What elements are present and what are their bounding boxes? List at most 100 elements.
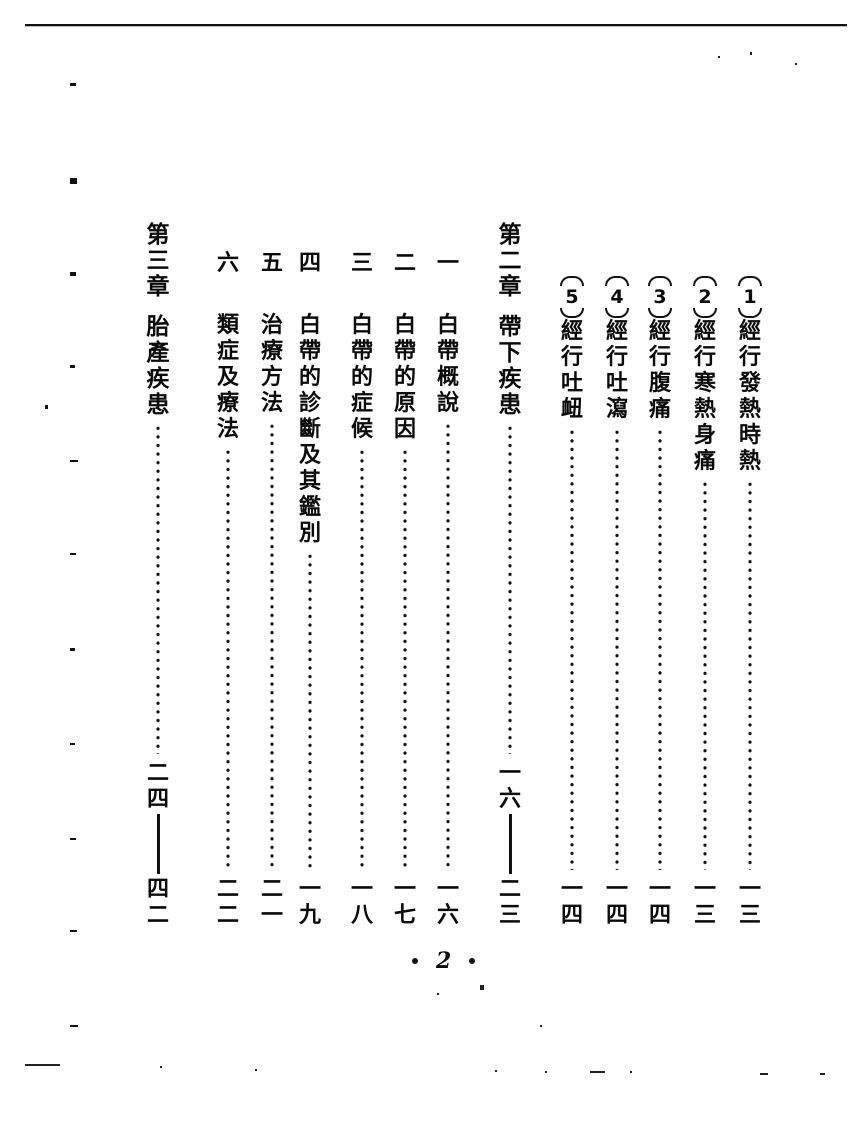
entry-page-number: 一四 [602,876,632,928]
entry-title-char: 時 [738,422,761,448]
section-title-char: 帶 [393,338,416,364]
section-page-number: 一九 [295,876,325,928]
scan-speck [760,1073,768,1075]
section-page-number: 二二 [213,876,243,928]
item-number-digit: 5 [565,286,579,308]
entry-title-char: 行 [648,344,671,370]
scan-speck [750,52,752,55]
section-title-char: 鑑 [298,494,321,520]
paren-open [738,276,762,286]
section-page-number-char: 九 [298,902,321,928]
dot-leader [570,428,574,870]
page-end-char: 二 [146,902,169,928]
entry-title-char: 行 [738,344,761,370]
scan-speck [718,56,720,58]
entry-page-number-char: 四 [605,902,628,928]
dot-leader [615,428,619,870]
dot-leader [226,448,230,870]
folio-dot-right [469,958,476,964]
page-end-char: 四 [146,876,169,902]
item-number-digit: 1 [743,286,757,308]
paren-close [560,308,584,318]
section-title-char: 療 [216,390,239,416]
section-title-char: 因 [393,416,416,442]
entry-title-char: 經 [648,318,671,344]
page-start-char: 二 [146,760,169,786]
chapter-label-char: 章 [498,273,522,300]
entry-title-char: 腹 [648,370,671,396]
section-title-char: 白 [350,312,373,338]
section-number: 五 [260,250,283,276]
chapter-2-heading[interactable]: 第二章帶下疾患一六二三 [495,221,525,929]
chapter-label-char: 章 [146,273,170,300]
entry-title-char: 經 [605,318,628,344]
binding-mark [70,460,78,462]
item-number: 3 [645,276,675,318]
entry-page-number-char: 四 [560,902,583,928]
entry-title-char: 行 [605,344,628,370]
scan-speck [545,1071,547,1073]
chapter-title-char: 下 [498,339,522,366]
binding-mark [45,405,48,409]
chapter-label-char: 第 [498,221,522,248]
section-title-char: 其 [298,468,321,494]
section-title-char: 白 [393,312,416,338]
scan-speck [540,1025,542,1027]
chapter-page-range: 二四四二 [143,760,173,928]
section-title-char: 及 [216,364,239,390]
section-number: 六 [216,250,239,276]
section-title-char: 及 [298,442,321,468]
entry-title-char: 衄 [560,396,583,422]
chapter-title-char: 患 [146,391,170,418]
chapter-label-char: 第 [146,221,170,248]
paren-open [693,276,717,286]
dot-leader [703,480,707,870]
section-page-number-char: 一 [298,876,321,902]
page-start-char: 四 [146,786,169,812]
entry-title-char: 經 [693,318,716,344]
entry-page-number-char: 一 [738,876,761,902]
scan-speck [590,1071,605,1073]
paren-close [605,308,629,318]
toc-section-entry[interactable]: 治療方法二一 [257,312,287,928]
toc-section-entry[interactable]: 類症及療法二二 [213,312,243,928]
section-title-char: 原 [393,390,416,416]
section-page-number-char: 一 [393,876,416,902]
binding-mark [70,178,77,184]
paren-open [648,276,672,286]
toc-section-entry[interactable]: 白帶的診斷及其鑑別一九 [295,312,325,928]
dot-leader [308,552,312,870]
entry-page-number-char: 一 [560,876,583,902]
section-title-char: 候 [350,416,373,442]
toc-section-entry[interactable]: 白帶的原因一七 [390,312,420,928]
entry-title-char: 身 [693,422,716,448]
section-title-char: 法 [260,390,283,416]
page-end-char: 二 [498,876,521,902]
chapter-3-heading[interactable]: 第三章胎產疾患二四四二 [143,221,173,929]
paren-open [560,276,584,286]
toc-section-entry[interactable]: 白帶的症候一八 [347,312,377,928]
binding-mark [70,648,75,651]
item-number-digit: 2 [698,286,712,308]
entry-page-number: 一三 [690,876,720,928]
section-title-char: 說 [436,390,459,416]
binding-mark [70,1025,78,1027]
entry-title-char: 行 [560,344,583,370]
entry-title-char: 經 [560,318,583,344]
entry-page-number-char: 四 [648,902,671,928]
entry-page-number: 一四 [645,876,675,928]
binding-mark [70,930,77,932]
dot-leader [658,428,662,870]
chapter-title-char: 患 [498,391,522,418]
section-page-number-char: 二 [216,876,239,902]
section-number: 二 [393,250,416,276]
toc-section-entry[interactable]: 白帶概說一六 [433,312,463,928]
section-page-number-char: 一 [350,876,373,902]
section-page-number-char: 二 [260,876,283,902]
header-rule [25,24,847,26]
